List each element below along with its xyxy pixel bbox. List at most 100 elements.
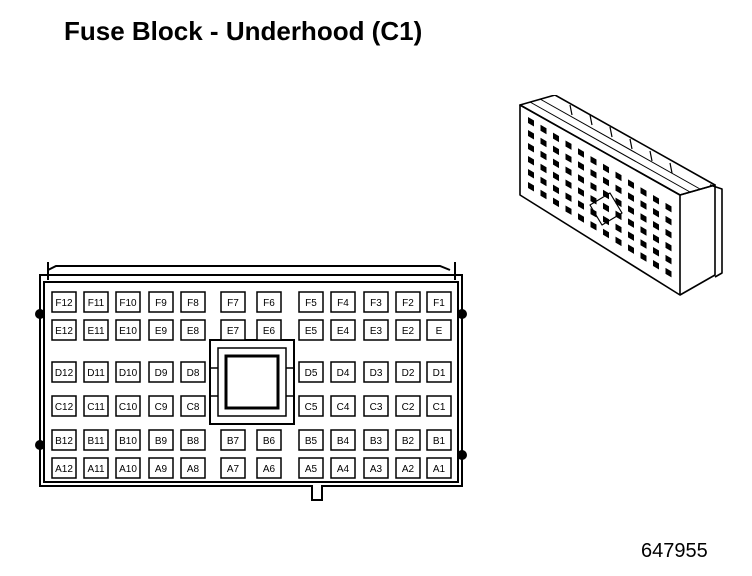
cavity-label: D1 — [433, 368, 446, 379]
cavity-c11: C11 — [83, 395, 109, 417]
cavity-label: F8 — [187, 298, 199, 309]
cavity-a2: A2 — [395, 457, 421, 479]
connector-outline — [39, 274, 463, 501]
cavity-f2: F2 — [395, 291, 421, 313]
cavity-label: B3 — [370, 436, 383, 447]
iso-cavity — [528, 116, 534, 127]
iso-cavity — [578, 148, 584, 158]
iso-cavity — [640, 226, 647, 236]
cavity-label: E12 — [55, 326, 73, 337]
iso-cavity — [665, 228, 672, 239]
iso-cavity — [590, 156, 597, 166]
diagram-title: Fuse Block - Underhood (C1) — [64, 16, 423, 46]
cavity-label: D2 — [402, 368, 415, 379]
cavity-label: C10 — [119, 402, 138, 413]
iso-cavity — [565, 166, 572, 176]
cavity-b1: B1 — [426, 429, 452, 451]
iso-cavity — [578, 200, 584, 210]
cavity-label: B10 — [119, 436, 137, 447]
right-lug-top — [457, 309, 467, 319]
iso-cavity — [653, 260, 659, 270]
iso-cavity — [553, 145, 559, 156]
left-lug-bottom — [35, 440, 45, 450]
iso-cavity — [615, 184, 622, 195]
cavity-c9: C9 — [148, 395, 174, 417]
iso-cavity — [553, 197, 559, 208]
cavity-label: A12 — [55, 464, 73, 475]
iso-cavity — [653, 221, 659, 231]
cavity-label: E3 — [370, 326, 383, 337]
iso-cavity — [615, 197, 622, 208]
iso-cavity — [640, 200, 647, 210]
connector-isometric-icon — [519, 95, 723, 296]
iso-cavity — [565, 153, 572, 163]
cavity-e5: E5 — [298, 319, 324, 341]
cavity-e6: E6 — [256, 319, 282, 341]
cavity-a7: A7 — [220, 457, 246, 479]
cavity-d4: D4 — [330, 361, 356, 383]
cavity-label: D12 — [55, 368, 74, 379]
cavity-e2: E2 — [395, 319, 421, 341]
cavity-b9: B9 — [148, 429, 174, 451]
iso-cavity — [653, 195, 659, 205]
cavity-b2: B2 — [395, 429, 421, 451]
cavity-f8: F8 — [180, 291, 206, 313]
cavity-label: D5 — [305, 368, 318, 379]
cavity-label: E2 — [402, 326, 415, 337]
cavity-e10: E10 — [115, 319, 141, 341]
cavity-label: C9 — [155, 402, 168, 413]
cavity-label: F5 — [305, 298, 317, 309]
cavity-label: A10 — [119, 464, 137, 475]
iso-cavity — [553, 184, 559, 195]
iso-cavity — [665, 254, 672, 265]
iso-cavity — [590, 182, 597, 192]
iso-cavity — [528, 129, 534, 140]
cavity-e8: E8 — [180, 319, 206, 341]
iso-cavity — [540, 137, 547, 148]
cavity-c1: C1 — [426, 395, 452, 417]
iso-cavity — [553, 158, 559, 169]
cavity-label: E7 — [227, 326, 240, 337]
iso-cavity — [628, 244, 634, 254]
cavity-label: C5 — [305, 402, 318, 413]
cavity-e7: E7 — [220, 319, 246, 341]
cavity-a5: A5 — [298, 457, 324, 479]
cavity-c3: C3 — [363, 395, 389, 417]
iso-cavity — [603, 176, 609, 187]
iso-cavity — [553, 132, 559, 143]
cavity-a3: A3 — [363, 457, 389, 479]
square-relay-socket-icon — [209, 339, 295, 425]
cavity-b6: B6 — [256, 429, 282, 451]
cavity-e11: E11 — [83, 319, 109, 341]
cavity-b10: B10 — [115, 429, 141, 451]
cavity-label: A5 — [305, 464, 318, 475]
iso-cavity — [590, 221, 597, 231]
cavity-label: B7 — [227, 436, 240, 447]
cavity-label: E10 — [119, 326, 137, 337]
cavity-b7: B7 — [220, 429, 246, 451]
cavity-a11: A11 — [83, 457, 109, 479]
cavity-a12: A12 — [51, 457, 77, 479]
cavity-label: E6 — [263, 326, 276, 337]
iso-cavity — [540, 163, 547, 174]
cavity-e4: E4 — [330, 319, 356, 341]
cavity-e: E — [426, 319, 452, 341]
cavity-label: F4 — [337, 298, 349, 309]
iso-cavity — [603, 228, 609, 239]
iso-cavity — [565, 179, 572, 189]
iso-cavity — [578, 213, 584, 223]
cavity-label: B6 — [263, 436, 276, 447]
cavity-b11: B11 — [83, 429, 109, 451]
cavity-f9: F9 — [148, 291, 174, 313]
cavity-f3: F3 — [363, 291, 389, 313]
iso-cavity — [578, 174, 584, 184]
iso-cavity — [528, 155, 534, 166]
cavity-d2: D2 — [395, 361, 421, 383]
cavity-b12: B12 — [51, 429, 77, 451]
iso-cavity — [615, 210, 622, 221]
iso-cavity — [540, 124, 547, 135]
figure-id-number: 647955 — [641, 540, 708, 562]
iso-cavity — [603, 189, 609, 200]
